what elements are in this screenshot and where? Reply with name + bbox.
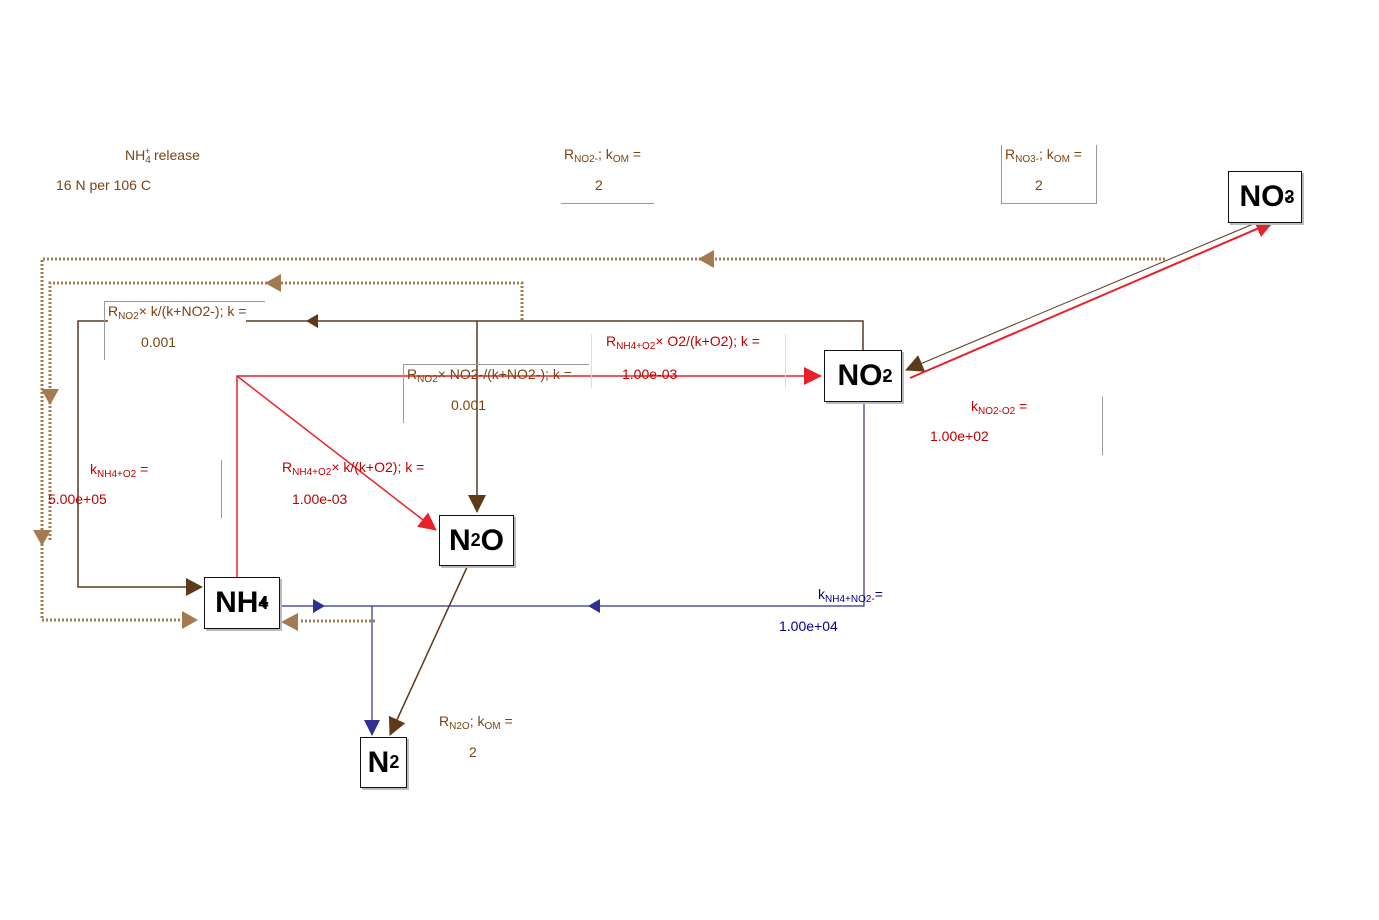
flow-anammox (280, 401, 865, 607)
label-text-part: ; k (469, 713, 485, 729)
label-text-part: R (564, 146, 575, 162)
label-text-part: N2O (449, 721, 470, 732)
label-text-part: NO2 (118, 311, 139, 322)
label-text-part: k (818, 586, 825, 602)
flow-no2-to-nh4 (77, 320, 864, 588)
dotted-flow-inner (48, 281, 524, 540)
label-text-part: NH4+NO2- (825, 594, 875, 605)
label-text-part: × O2/(k+O2); k = (655, 333, 760, 349)
label-r-no2-frac: RNO2× NO2-/(k+NO2-); k = (407, 366, 572, 385)
label-r-nh4o2-k-value: 1.00e-03 (292, 491, 348, 507)
label-r-no2-kom-value: 2 (595, 177, 603, 193)
flow-no3-to-no2 (905, 221, 1259, 372)
label-r-no2-frac-value: 0.001 (451, 397, 487, 413)
label-text-part: ; k (1039, 146, 1054, 162)
label-text-part: NO2- (574, 154, 599, 165)
label-text-part: k (971, 398, 978, 414)
label-text-part: = (628, 146, 641, 162)
label-nh4-release-value: 16 N per 106 C (56, 177, 151, 193)
arrow-head-outer-top (698, 250, 714, 268)
arrow-head-n2o-return (281, 613, 298, 631)
label-text-part: NH (125, 147, 146, 163)
label-text-part: NH4+O2 (292, 467, 332, 478)
label-text-part: × k/(k+O2); k = (331, 459, 425, 475)
label-text-part: R (606, 333, 617, 349)
label-k-no2o2: kNO2-O2 = (971, 398, 1027, 417)
label-text-part: ; k (598, 146, 613, 162)
label-text-part: R (1005, 146, 1016, 162)
label-text-part: = (136, 461, 149, 477)
arrow-head-no2-loop (306, 314, 318, 328)
label-r-nh4o2-o2-value: 1.00e-03 (622, 366, 678, 382)
label-text-part: = (1015, 398, 1028, 414)
label-k-nh4no2: kNH4+NO2-= (818, 586, 883, 605)
label-frame-k-nh4o2 (221, 460, 222, 518)
flow-nh4-to-n2o (236, 375, 437, 531)
label-text-part: OM (484, 721, 501, 732)
label-text-part: R (439, 713, 450, 729)
label-nh4-release: NH4+ release (125, 146, 200, 166)
label-text-part: OM (1053, 154, 1070, 165)
arrow-head-anammox-mid (588, 599, 600, 613)
label-text-part: NH4+O2 (616, 341, 656, 352)
label-r-no2-inhib: RNO2× k/(k+NO2-); k = (108, 303, 247, 322)
label-k-nh4o2: kNH4+O2 = (90, 461, 148, 480)
label-r-no2-inhib-value: 0.001 (141, 334, 177, 350)
label-r-n2o-kom: RN2O; kOM = (439, 713, 513, 732)
arrow-head-outer-bottom (182, 611, 198, 629)
label-underline-no2 (561, 203, 654, 204)
label-text-part: R (407, 366, 418, 382)
dotted-flow-outer (40, 257, 1165, 622)
arrow-head-inner-bottom (33, 530, 51, 546)
label-text-part: 4 (145, 155, 151, 166)
label-frame-r-no2-frac (403, 364, 589, 423)
label-r-n2o-kom-value: 2 (469, 744, 477, 760)
arrow-head-anammox-nh4 (313, 599, 325, 613)
label-text-part: release (150, 147, 200, 163)
label-text-part: + (144, 146, 151, 156)
label-r-no3-kom: RNO3-; kOM = (1005, 146, 1082, 165)
label-k-nh4no2-value: 1.00e+04 (779, 618, 838, 634)
label-r-nh4o2-k: RNH4+O2× k/(k+O2); k = (282, 459, 424, 478)
label-frame-r-nh4o2 (591, 334, 786, 388)
label-text-part: NO2-O2 (978, 406, 1016, 417)
flow-no2-to-no3 (909, 220, 1274, 379)
label-text-part: R (282, 459, 293, 475)
label-text-part: = (500, 713, 513, 729)
label-text-part: = (1069, 146, 1082, 162)
arrow-head-inner-mid (41, 389, 59, 405)
label-k-nh4o2-value: 5.00e+05 (48, 491, 107, 507)
label-text-part: OM (612, 154, 629, 165)
label-text-part: NO2 (417, 374, 438, 385)
label-text-part: NO3- (1015, 154, 1040, 165)
label-text-part: k (90, 461, 97, 477)
label-frame-r-no2-inhib (104, 301, 265, 360)
label-text-part: R (108, 303, 119, 319)
arrow-head-inner-top (265, 274, 281, 292)
label-text-part: NH4+O2 (97, 469, 137, 480)
label-r-nh4o2-o2: RNH4+O2× O2/(k+O2); k = (606, 333, 760, 352)
label-text-part: × k/(k+NO2-); k = (138, 303, 247, 319)
flow-n2o-to-n2 (388, 564, 469, 736)
label-text-part: = (874, 586, 883, 602)
label-frame-no3 (1001, 145, 1097, 204)
arrow-head-to-nh4 (186, 578, 203, 596)
label-r-no2-kom: RNO2-; kOM = (564, 146, 641, 165)
label-k-no2o2-value: 1.00e+02 (930, 428, 989, 444)
label-r-no3-kom-value: 2 (1035, 177, 1043, 193)
label-frame-k-no2o2 (1102, 397, 1103, 455)
label-text-part: × NO2-/(k+NO2-); k = (437, 366, 572, 382)
